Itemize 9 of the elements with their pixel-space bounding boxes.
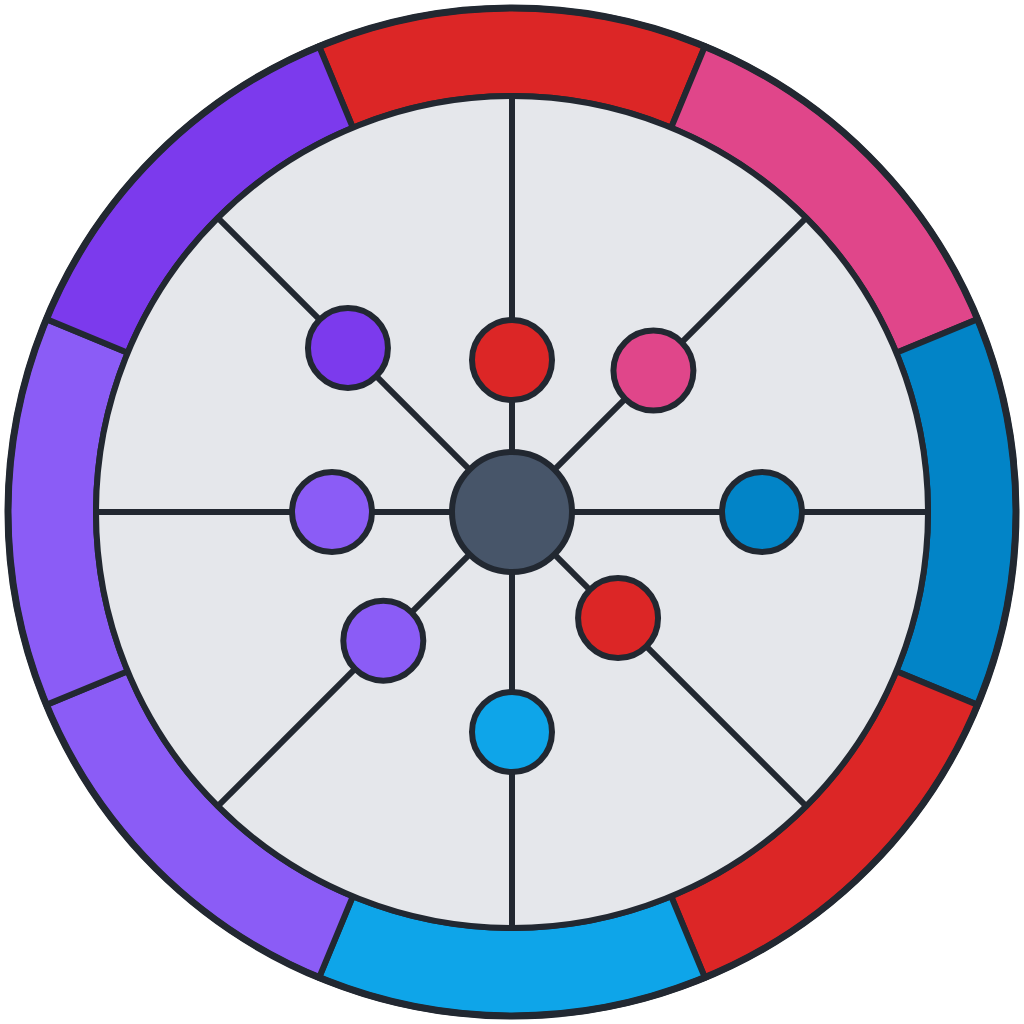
connector-line [552, 552, 592, 592]
connector-line [552, 396, 628, 472]
hub-circle [449, 449, 575, 575]
connector-line [409, 552, 472, 615]
connector-line [372, 509, 452, 515]
connector-line [509, 572, 515, 692]
connector-line [509, 400, 515, 452]
connector-line [374, 374, 472, 472]
connector-line [572, 509, 722, 515]
